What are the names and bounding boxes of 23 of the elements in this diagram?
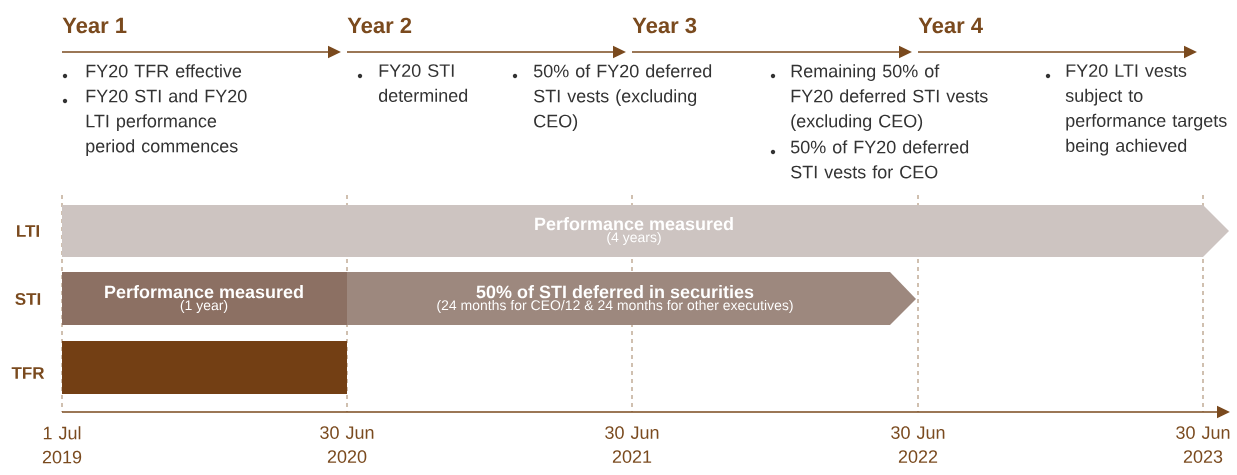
bullet-text: 50% of FY20 deferred STI vests (excluding CEO) [533,64,712,131]
bullet-text: FY20 STI and FY20 LTI performance period commences [86,89,247,156]
row-label: STI [15,293,41,306]
bullet-text: FY20 LTI vests subject to performance targets being achieved [1065,64,1227,156]
date-label: 30 Jun 2023 [1176,426,1230,463]
year-heading: Year 2 [347,17,412,34]
bullet-text: FY20 TFR effective [86,64,242,78]
date-label: 1 Jul 2019 [42,426,82,464]
bullet-text: 50% of FY20 deferred STI vests for CEO [790,140,969,179]
bar [62,341,347,394]
year-heading: Year 4 [918,17,983,34]
timeline-bar: 50% of STI deferred in securities (24 months for CEO/12 & 24 months for other executives) [347,272,916,325]
bullet-text: FY20 STI determined [378,64,468,102]
date-label: 30 Jun 2021 [605,426,659,463]
year-heading: Year 3 [632,17,697,34]
timeline-bar: Performance measured (4 years) [62,205,1229,257]
row-label: LTI [17,225,39,237]
date-label: 30 Jun 2022 [891,426,945,463]
date-label: 30 Jun 2020 [320,426,374,463]
year-heading: Year 1 [62,17,127,34]
bullet-text: Remaining 50% of FY20 deferred STI vests (excluding CEO) [791,64,988,131]
bar: Performance measured (1 year) [62,272,347,325]
row-label: TFR [11,367,45,379]
